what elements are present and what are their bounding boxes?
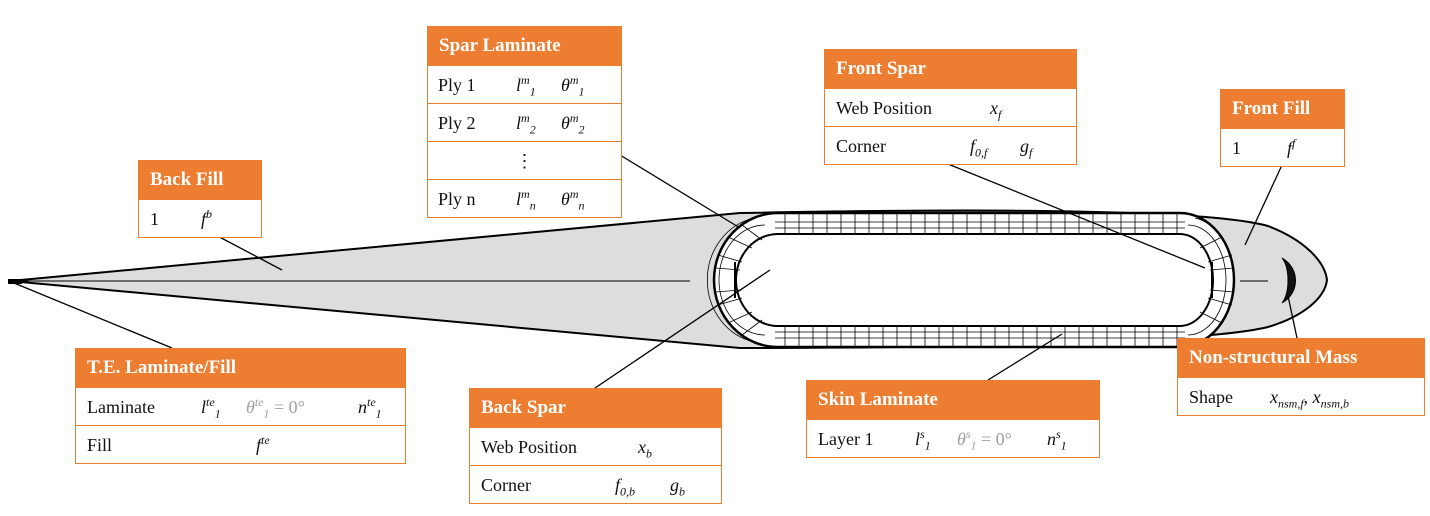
spar-ply-row: Ply 1 lm1 θm1 (428, 65, 621, 103)
spar-ply-row: Ply 2 lm2 θm2 (428, 103, 621, 141)
back-fill-box: Back Fill 1 fb (138, 160, 262, 238)
te-fill-row: Fill fte (76, 425, 405, 463)
spar-cavity (735, 233, 1214, 327)
te-laminate-row: Laminate lte1 θte1 = 0° nte1 (76, 387, 405, 425)
front-spar-box: Front Spar Web Position xf Corner f0,f g… (824, 49, 1077, 165)
spar-ellipsis-row: ⋮ (428, 141, 621, 179)
nsm-shape (1281, 257, 1296, 304)
back-fill-title: Back Fill (139, 161, 261, 199)
front-spar-corner-row: Corner f0,f gf (825, 126, 1076, 164)
front-spar-title: Front Spar (825, 50, 1076, 88)
nsm-title: Non-structural Mass (1178, 339, 1424, 377)
front-fill-title: Front Fill (1221, 90, 1344, 128)
spar-laminate-title: Spar Laminate (428, 27, 621, 65)
skin-mesh (775, 214, 1185, 346)
trailing-edge (8, 279, 22, 284)
nsm-shape-row: Shape xnsm,f, xnsm,b (1178, 377, 1424, 415)
nsm-box: Non-structural Mass Shape xnsm,f, xnsm,b (1177, 338, 1425, 416)
back-spar-web-row: Web Position xb (470, 427, 721, 465)
back-spar-box: Back Spar Web Position xb Corner f0,b gb (469, 388, 722, 504)
te-laminate-title: T.E. Laminate/Fill (76, 349, 405, 387)
spar-laminate-box: Spar Laminate Ply 1 lm1 θm1 Ply 2 lm2 θm… (427, 26, 622, 218)
front-fill-row: 1 ff (1221, 128, 1344, 166)
front-fill-box: Front Fill 1 ff (1220, 89, 1345, 167)
skin-layer-row: Layer 1 ls1 θs1 = 0° ns1 (807, 419, 1099, 457)
leader-lines (13, 154, 1298, 389)
spar-ply-row: Ply n lmn θmn (428, 179, 621, 217)
back-spar-corner-row: Corner f0,b gb (470, 465, 721, 503)
back-fill-row: 1 fb (139, 199, 261, 237)
te-laminate-box: T.E. Laminate/Fill Laminate lte1 θte1 = … (75, 348, 406, 464)
back-spar-title: Back Spar (470, 389, 721, 427)
front-spar-web-row: Web Position xf (825, 88, 1076, 126)
skin-laminate-box: Skin Laminate Layer 1 ls1 θs1 = 0° ns1 (806, 380, 1100, 458)
front-spar-web-mesh (1187, 217, 1235, 343)
skin-laminate-title: Skin Laminate (807, 381, 1099, 419)
